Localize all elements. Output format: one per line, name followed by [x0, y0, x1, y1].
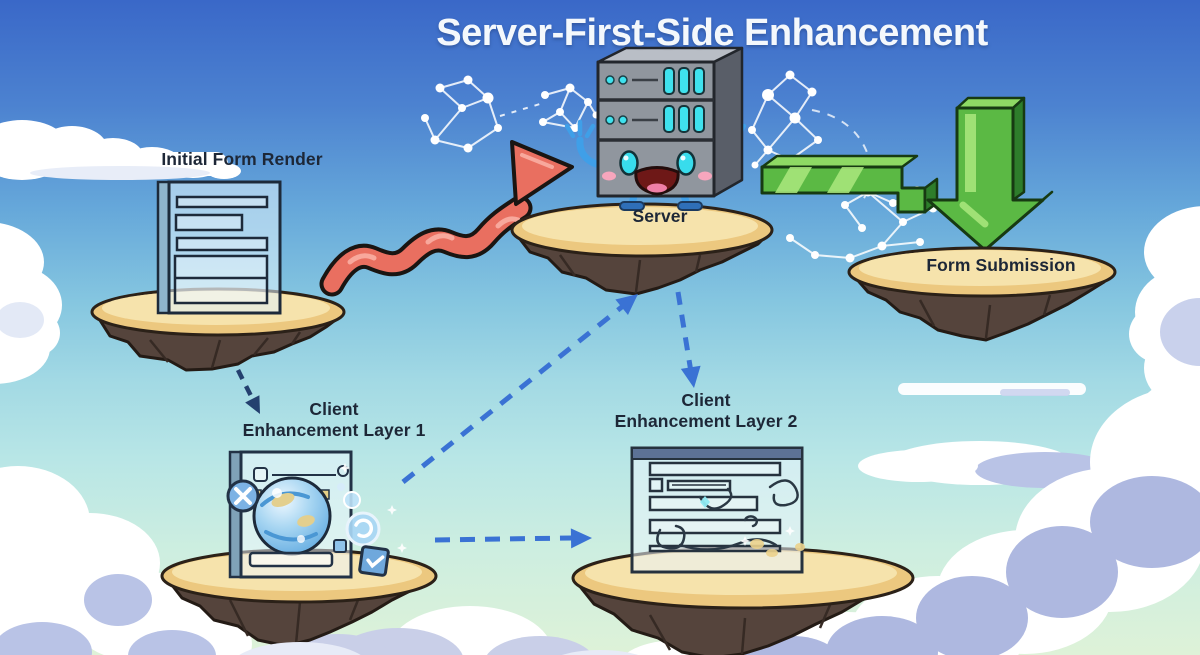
- cloud-bottom-right: [624, 378, 1200, 655]
- page-title: Server-First-Side Enhancement: [436, 12, 988, 54]
- dashed-arrow-layer1-to-layer2: [434, 528, 592, 549]
- server-face: [602, 150, 712, 196]
- cloud-wisp: [898, 383, 1086, 396]
- green-elbow-arrow: [760, 154, 939, 214]
- browser-window-layer2-icon: [630, 446, 805, 574]
- label-line2: Enhancement Layer 1: [242, 420, 426, 440]
- cloud-foreground: [239, 642, 639, 655]
- paint-smudges: [750, 539, 805, 557]
- refresh-bubble-icon: [337, 483, 381, 547]
- cloud-bottom-left: [0, 466, 252, 655]
- sparkles: [340, 463, 407, 553]
- globe-icon: [252, 476, 332, 556]
- label-line1: Client: [681, 390, 731, 410]
- label-client-enhancement-layer-1: Client Enhancement Layer 1: [243, 399, 426, 441]
- dashed-arrow-server-to-layer2: [675, 291, 701, 388]
- label-text: Initial Form Render: [161, 149, 323, 169]
- close-icon: [226, 479, 260, 513]
- label-line2: Enhancement Layer 2: [614, 411, 798, 431]
- form-document-icon: [156, 180, 282, 315]
- island-server: [510, 202, 774, 296]
- server-unit-lights: [605, 67, 705, 133]
- server-icon: [564, 46, 747, 211]
- cloud-left-edge: [0, 223, 62, 384]
- sparkles: [740, 526, 795, 546]
- island-form-submission: [847, 246, 1117, 342]
- dashed-arrow-render-to-layer1: [235, 368, 260, 414]
- dashed-arrow-layer1-to-server: [401, 294, 638, 484]
- browser-window-layer1-icon: [226, 450, 407, 579]
- label-client-enhancement-layer-2: Client Enhancement Layer 2: [615, 390, 798, 432]
- label-initial-form-render: Initial Form Render: [161, 149, 322, 170]
- label-server: Server: [632, 206, 687, 227]
- constellation-left-of-server: [421, 75, 600, 153]
- label-text: Server: [632, 206, 688, 226]
- label-line1: Client: [309, 399, 359, 419]
- label-form-submission: Form Submission: [926, 255, 1075, 276]
- constellation-right-of-server: [748, 70, 872, 203]
- check-square-icon: [358, 545, 390, 577]
- cloud-top-left: [0, 120, 241, 180]
- scribble-doodles: [656, 479, 799, 551]
- green-down-arrow: [926, 96, 1054, 252]
- label-text: Form Submission: [926, 255, 1076, 275]
- cloud-bottom-center: [283, 606, 594, 655]
- red-wavy-arrow: [319, 140, 574, 297]
